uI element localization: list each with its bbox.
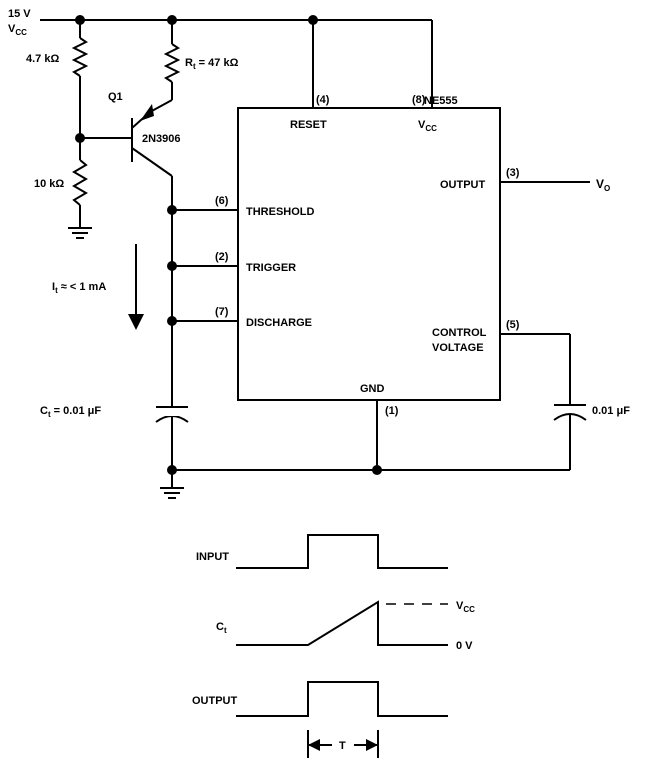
pin-discharge-num: (7) [215, 306, 229, 318]
control-voltage-network [500, 333, 587, 470]
pin-vcc-label: VCC [418, 119, 437, 133]
bias-divider [68, 20, 92, 239]
current-label: It ≈ < 1 mA [52, 281, 106, 295]
supply-voltage-label: 15 V [8, 8, 31, 20]
output-node-label: VO [596, 177, 610, 193]
pin-control-label-2: VOLTAGE [432, 342, 484, 354]
wave-input-trace [236, 534, 448, 569]
wave-zero-label: 0 V [456, 640, 473, 652]
pin-discharge-label: DISCHARGE [246, 317, 312, 329]
supply-vcc-label: VCC [8, 23, 27, 37]
wave-output-label: OUTPUT [192, 695, 238, 707]
rt-resistor [149, 20, 181, 113]
ground-icon-bias [68, 227, 92, 239]
pin-gnd-label: GND [360, 383, 385, 395]
supply-rail [40, 15, 433, 108]
pin-control-label-1: CONTROL [432, 327, 487, 339]
pin-control-num: (5) [506, 319, 520, 331]
pin-vcc-num: (8) [412, 94, 426, 106]
pin-output-num: (3) [506, 167, 520, 179]
control-cap-label: 0.01 μF [592, 405, 630, 417]
ic-input-wires [167, 205, 238, 326]
resistor-10k [72, 159, 88, 206]
period-marker [307, 730, 379, 758]
rt-label: Rt = 47 kΩ [185, 57, 239, 71]
wave-input-label: INPUT [196, 551, 229, 563]
pin-trigger-label: TRIGGER [246, 262, 296, 274]
wave-vcc-label: VCC [456, 600, 475, 614]
ic-name: NE555 [424, 95, 458, 107]
current-arrow-icon [128, 244, 144, 330]
pin-reset-label: RESET [290, 119, 327, 131]
wave-ct-label: Ct [216, 621, 227, 635]
ne555-chip [237, 107, 501, 401]
resistor-4k7-label: 4.7 kΩ [26, 53, 59, 65]
transistor-ref: Q1 [108, 91, 123, 103]
ground-icon-main [160, 487, 184, 499]
pin-trigger-num: (2) [215, 251, 229, 263]
arrow-left-icon [308, 739, 320, 751]
resistor-10k-label: 10 kΩ [34, 178, 64, 190]
arrow-right-icon [366, 739, 378, 751]
resistor-4k7 [71, 37, 89, 77]
pin-reset-num: (4) [316, 94, 330, 106]
pin-threshold-label: THRESHOLD [246, 206, 315, 218]
ct-label: Ct = 0.01 μF [40, 405, 101, 419]
wave-output-trace [236, 681, 448, 717]
wave-ct-trace [236, 600, 448, 646]
period-label: T [339, 740, 346, 752]
pin-output-label: OUTPUT [440, 179, 486, 191]
ground-rail [160, 400, 570, 499]
pin-gnd-num: (1) [385, 405, 399, 417]
transistor-part: 2N3906 [142, 133, 181, 145]
pin-threshold-num: (6) [215, 195, 229, 207]
